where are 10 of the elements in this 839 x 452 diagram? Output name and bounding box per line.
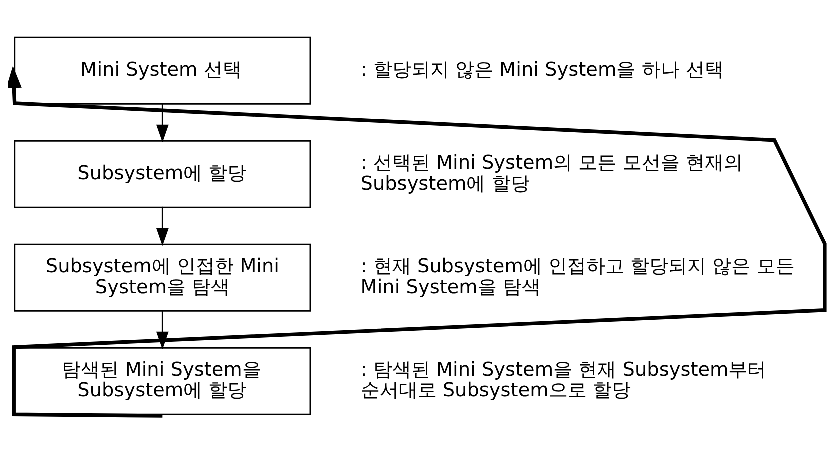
- node-box: Subsystem에 할당: [14, 140, 312, 208]
- arrow: [8, 66, 827, 418]
- node-label: : 선택된 Mini System의 모든 모선을 현재의 Subsystem에 할당: [360, 150, 743, 194]
- node-label: : 할당되지 않은 Mini System을 하나 선택: [360, 57, 724, 80]
- arrow: [156, 206, 169, 246]
- node-box: Subsystem에 인접한 Mini System을 탐색: [14, 243, 312, 312]
- node-box: Mini System 선택: [14, 36, 312, 104]
- arrow: [156, 102, 169, 142]
- node-label: : 현재 Subsystem에 인접하고 할당되지 않은 모든 Mini System을 탐색: [360, 254, 795, 298]
- node-label: : 탐색된 Mini System을 현재 Subsystem부터 순서대로 Subsystem으로 할당: [360, 358, 767, 402]
